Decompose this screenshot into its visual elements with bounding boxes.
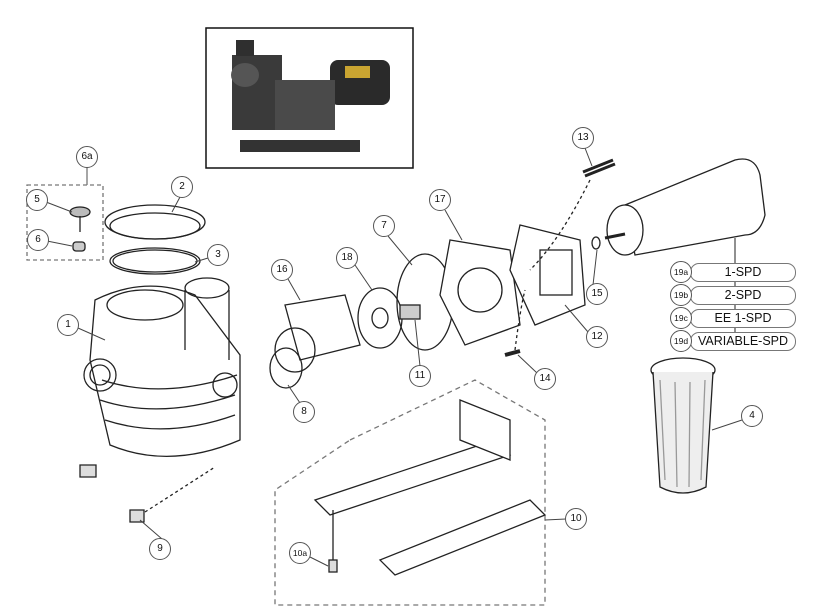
kit-6a-box	[26, 184, 104, 261]
callout-16: 16	[271, 259, 293, 281]
callout-6: 6	[27, 229, 49, 251]
callout-15: 15	[586, 283, 608, 305]
callout-6a: 6a	[76, 146, 98, 168]
callout-19b: 19b	[670, 284, 692, 306]
motor-option-2-spd: 2-SPD	[690, 286, 796, 305]
callout-8: 8	[293, 401, 315, 423]
callout-12: 12	[586, 326, 608, 348]
callout-9: 9	[149, 538, 171, 560]
motor-option-ee-1-spd: EE 1-SPD	[690, 309, 796, 328]
pump-photo	[205, 27, 414, 169]
callout-13: 13	[572, 127, 594, 149]
callout-2: 2	[171, 176, 193, 198]
callout-14: 14	[534, 368, 556, 390]
callout-19a: 19a	[670, 261, 692, 283]
callout-10a: 10a	[289, 542, 311, 564]
callout-5: 5	[26, 189, 48, 211]
callout-4: 4	[741, 405, 763, 427]
callout-19c: 19c	[670, 307, 692, 329]
callout-10: 10	[565, 508, 587, 530]
callout-7: 7	[373, 215, 395, 237]
motor-option-1-spd: 1-SPD	[690, 263, 796, 282]
callout-3: 3	[207, 244, 229, 266]
callout-11: 11	[409, 365, 431, 387]
callout-1: 1	[57, 314, 79, 336]
callout-19d: 19d	[670, 330, 692, 352]
callout-18: 18	[336, 247, 358, 269]
motor-option-variable-spd: VARIABLE-SPD	[690, 332, 796, 351]
callout-17: 17	[429, 189, 451, 211]
